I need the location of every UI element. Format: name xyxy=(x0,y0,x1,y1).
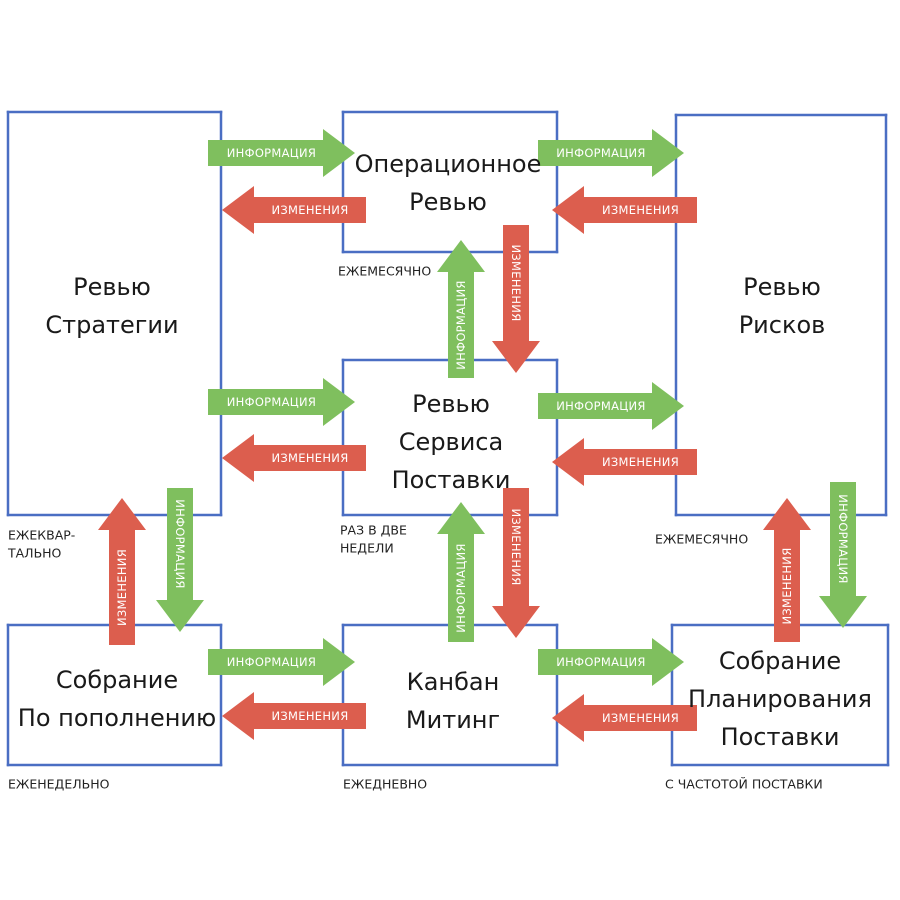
arrow-shape xyxy=(538,129,684,177)
box-title-line: Канбан xyxy=(407,668,500,696)
box-title-line: Поставки xyxy=(721,723,840,751)
arrow-shape xyxy=(819,482,867,628)
box-title-line: Сервиса xyxy=(399,428,503,456)
arrow-label: ИНФОРМАЦИЯ xyxy=(227,146,316,160)
arrow-shape xyxy=(437,502,485,642)
change-arrow: ИЗМЕНЕНИЯ xyxy=(763,498,811,642)
info-arrow: ИНФОРМАЦИЯ xyxy=(156,488,204,632)
arrow-shape xyxy=(763,498,811,642)
arrow-shape xyxy=(492,225,540,373)
arrow-shape xyxy=(222,692,366,740)
arrow-label: ИНФОРМАЦИЯ xyxy=(556,146,645,160)
arrow-shape xyxy=(552,186,697,234)
arrow-shape xyxy=(538,638,684,686)
arrow-shape xyxy=(222,434,366,482)
info-arrow: ИНФОРМАЦИЯ xyxy=(208,378,355,426)
arrow-label: ИНФОРМАЦИЯ xyxy=(173,499,187,588)
text-layer: РевьюСтратегииЕЖЕКВАР-ТАЛЬНООперационное… xyxy=(7,150,872,792)
arrow-shape xyxy=(208,378,355,426)
cadence-label: ЕЖЕКВАР- xyxy=(8,528,75,543)
cadence-label: С ЧАСТОТОЙ ПОСТАВКИ xyxy=(665,777,823,792)
info-arrow: ИНФОРМАЦИЯ xyxy=(208,129,355,177)
box-title-line: По пополнению xyxy=(18,704,216,732)
arrow-label: ИЗМЕНЕНИЯ xyxy=(271,203,348,217)
cadence-label: ЕЖЕДНЕВНО xyxy=(343,777,427,792)
change-arrow: ИЗМЕНЕНИЯ xyxy=(98,498,146,645)
info-arrow: ИНФОРМАЦИЯ xyxy=(538,129,684,177)
box-title-line: Стратегии xyxy=(45,311,178,339)
arrow-shape xyxy=(437,240,485,378)
arrow-shape xyxy=(492,488,540,638)
arrow-label: ИНФОРМАЦИЯ xyxy=(556,399,645,413)
change-arrow: ИЗМЕНЕНИЯ xyxy=(222,434,366,482)
info-arrow: ИНФОРМАЦИЯ xyxy=(538,382,684,430)
change-arrow: ИЗМЕНЕНИЯ xyxy=(552,186,697,234)
arrow-label: ИЗМЕНЕНИЯ xyxy=(780,547,794,624)
arrow-shape xyxy=(552,694,697,742)
arrow-shape xyxy=(156,488,204,632)
arrow-label: ИЗМЕНЕНИЯ xyxy=(271,451,348,465)
cadence-label: ТАЛЬНО xyxy=(7,546,62,561)
box-title-line: Планирования xyxy=(688,685,872,713)
change-arrow: ИЗМЕНЕНИЯ xyxy=(552,438,697,486)
arrow-label: ИЗМЕНЕНИЯ xyxy=(602,203,679,217)
arrow-label: ИЗМЕНЕНИЯ xyxy=(602,711,679,725)
arrow-label: ИЗМЕНЕНИЯ xyxy=(602,455,679,469)
change-arrow: ИЗМЕНЕНИЯ xyxy=(552,694,697,742)
change-arrow: ИЗМЕНЕНИЯ xyxy=(492,225,540,373)
box-title-line: Ревью xyxy=(743,273,821,301)
arrow-label: ИЗМЕНЕНИЯ xyxy=(509,508,523,585)
cadence-label: НЕДЕЛИ xyxy=(340,541,394,556)
arrow-label: ИЗМЕНЕНИЯ xyxy=(509,244,523,321)
cadence-label: ЕЖЕМЕСЯЧНО xyxy=(338,264,431,279)
arrow-label: ИНФОРМАЦИЯ xyxy=(227,395,316,409)
box-title-line: Собрание xyxy=(56,666,178,694)
arrow-shape xyxy=(552,438,697,486)
arrow-label: ИЗМЕНЕНИЯ xyxy=(115,549,129,626)
box-title-line: Ревью xyxy=(73,273,151,301)
arrow-label: ИНФОРМАЦИЯ xyxy=(556,655,645,669)
arrow-label: ИЗМЕНЕНИЯ xyxy=(271,709,348,723)
box-title-line: Ревью xyxy=(409,188,487,216)
box-title-line: Собрание xyxy=(719,647,841,675)
info-arrow: ИНФОРМАЦИЯ xyxy=(538,638,684,686)
info-arrow: ИНФОРМАЦИЯ xyxy=(437,502,485,642)
info-arrow: ИНФОРМАЦИЯ xyxy=(819,482,867,628)
arrow-shape xyxy=(208,638,355,686)
box-title-line: Ревью xyxy=(412,390,490,418)
info-arrow: ИНФОРМАЦИЯ xyxy=(437,240,485,378)
arrow-label: ИНФОРМАЦИЯ xyxy=(454,280,468,369)
arrow-shape xyxy=(538,382,684,430)
box-title-line: Поставки xyxy=(392,466,511,494)
change-arrow: ИЗМЕНЕНИЯ xyxy=(222,186,366,234)
box-title-line: Рисков xyxy=(739,311,826,339)
box-title-line: Митинг xyxy=(406,706,500,734)
arrows-layer: ИНФОРМАЦИЯ ИЗМЕНЕНИЯ ИНФОРМАЦИЯ ИЗМЕНЕНИЯ ИН… xyxy=(98,129,867,742)
arrow-shape xyxy=(222,186,366,234)
arrow-shape xyxy=(98,498,146,645)
info-arrow: ИНФОРМАЦИЯ xyxy=(208,638,355,686)
arrow-label: ИНФОРМАЦИЯ xyxy=(836,494,850,583)
arrow-shape xyxy=(208,129,355,177)
box-title-line: Операционное xyxy=(355,150,542,178)
cadence-label: ЕЖЕМЕСЯЧНО xyxy=(655,532,748,547)
box-replenishment xyxy=(6,623,223,767)
arrow-label: ИНФОРМАЦИЯ xyxy=(227,655,316,669)
change-arrow: ИЗМЕНЕНИЯ xyxy=(492,488,540,638)
cadence-label: ЕЖЕНЕДЕЛЬНО xyxy=(8,777,110,792)
change-arrow: ИЗМЕНЕНИЯ xyxy=(222,692,366,740)
arrow-label: ИНФОРМАЦИЯ xyxy=(454,543,468,632)
cadence-label: РАЗ В ДВЕ xyxy=(340,523,407,538)
